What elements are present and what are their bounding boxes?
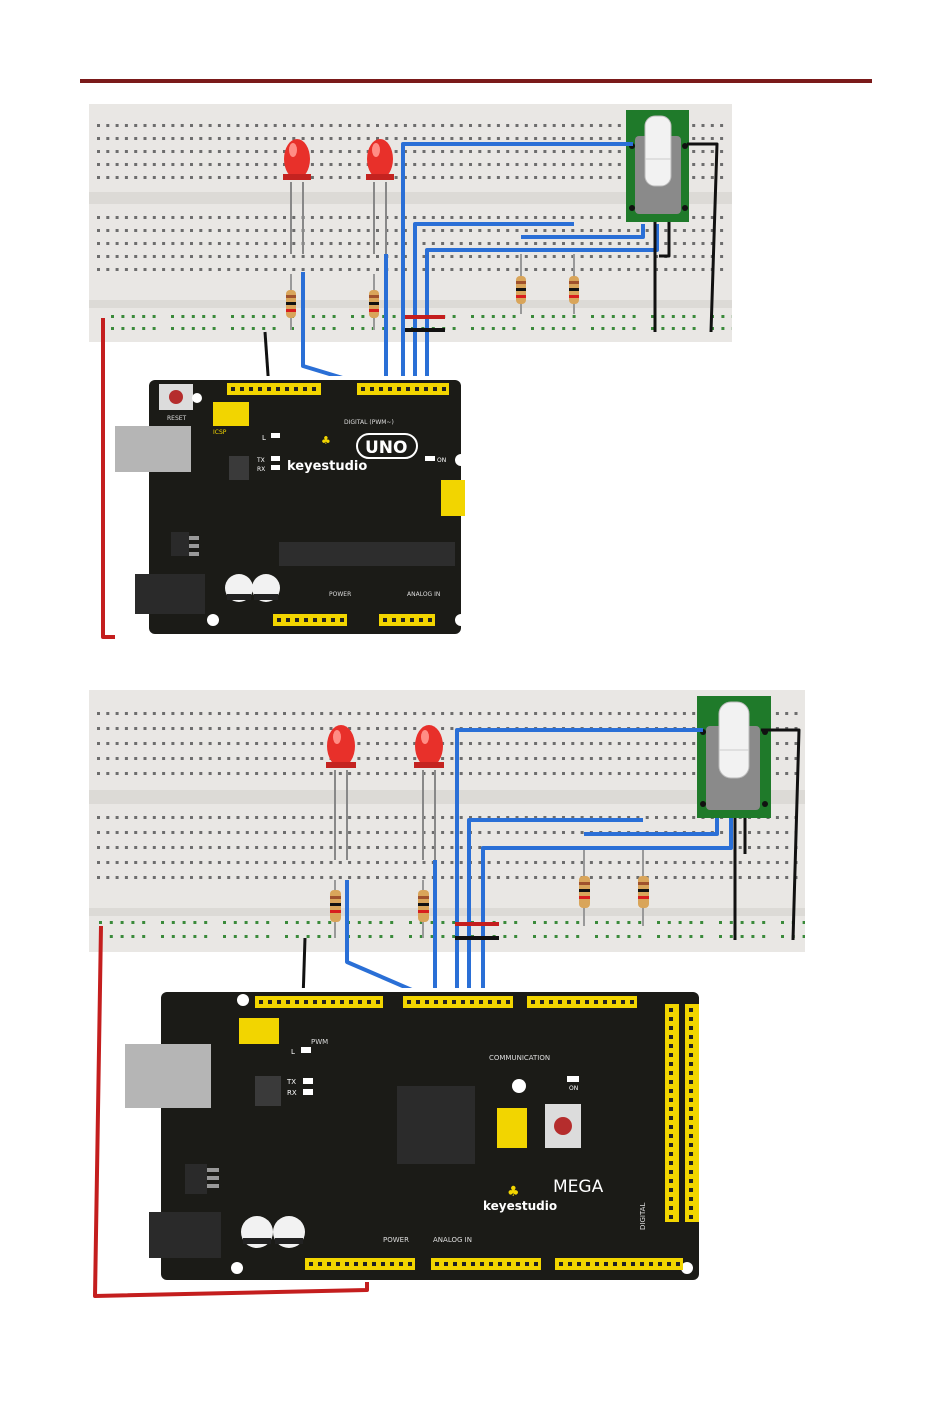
model-label: UNO	[365, 438, 407, 458]
uno-wiring-diagram: RESET ICSP DIGITAL (PWM~) L TX RX ♣ keye…	[89, 104, 732, 644]
led-tx-label: TX	[256, 457, 265, 464]
brand-label: keyestudio	[483, 1199, 557, 1213]
analog-label: ANALOG IN	[433, 1236, 472, 1244]
keyestudio-logo-icon: ♣	[507, 1184, 520, 1200]
analog-label: ANALOG IN	[407, 591, 440, 598]
header-rule	[80, 79, 872, 83]
arduino-uno-board: RESET ICSP DIGITAL (PWM~) L TX RX ♣ keye…	[115, 376, 473, 640]
model-label: MEGA	[553, 1177, 604, 1197]
digital-pwm-header	[255, 996, 637, 1008]
power-label: POWER	[329, 591, 351, 598]
potentiometer	[697, 696, 771, 818]
brand-label: keyestudio	[287, 459, 367, 474]
reset-button	[169, 390, 183, 404]
power-analog-header	[305, 1258, 683, 1270]
arduino-mega-board: PWM COMMUNICATION L TX RX ON ♣ keyestudi…	[125, 988, 715, 1282]
keyestudio-logo-icon: ♣	[321, 434, 331, 447]
power-label: POWER	[383, 1236, 409, 1244]
digital-label: DIGITAL (PWM~)	[344, 419, 394, 426]
potentiometer	[626, 110, 689, 222]
digital-label: DIGITAL	[639, 1203, 647, 1230]
led-on-label: ON	[437, 457, 446, 464]
led-l-label: L	[291, 1048, 295, 1056]
led-l-label: L	[262, 434, 266, 442]
communication-label: COMMUNICATION	[489, 1054, 550, 1062]
led-on-label: ON	[569, 1085, 578, 1092]
mega-wiring-diagram: PWM COMMUNICATION L TX RX ON ♣ keyestudi…	[89, 690, 805, 1303]
icsp-label: ICSP	[213, 429, 227, 436]
led-rx-label: RX	[257, 466, 265, 473]
mega-wiring-svg: PWM COMMUNICATION L TX RX ON ♣ keyestudi…	[89, 690, 805, 1303]
pwm-label: PWM	[311, 1038, 328, 1046]
led-tx-label: TX	[286, 1078, 296, 1086]
uno-wiring-svg: RESET ICSP DIGITAL (PWM~) L TX RX ♣ keye…	[89, 104, 732, 644]
reset-label: RESET	[167, 415, 187, 422]
led-rx-label: RX	[287, 1089, 297, 1097]
reset-button	[554, 1117, 572, 1135]
